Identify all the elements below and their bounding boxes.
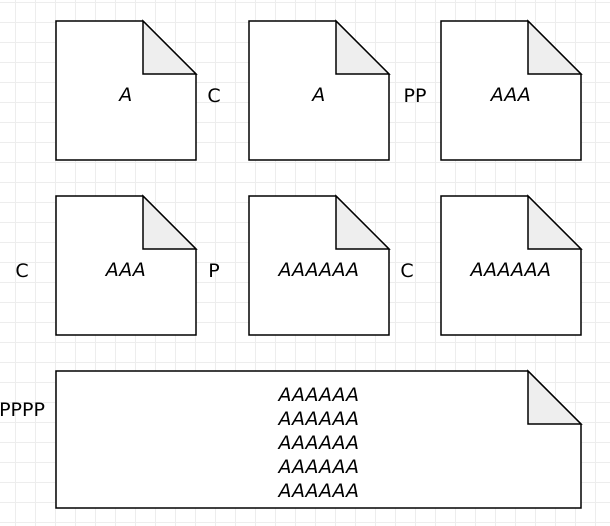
- connector-label-c-3: C: [400, 260, 413, 282]
- connector-label-pp: PP: [404, 85, 427, 107]
- connector-label-c-1: C: [207, 85, 220, 107]
- folded-corner-icon: [527, 369, 583, 425]
- document-label-7-line: AAAAAA: [277, 408, 360, 430]
- document-shape-5: AAAAAA: [248, 194, 391, 336]
- document-label-7-line: AAAAAA: [277, 480, 360, 502]
- folded-corner-icon: [335, 19, 391, 75]
- document-label-5: AAAAAA: [277, 259, 360, 281]
- document-label-2: A: [310, 84, 326, 106]
- document-label-3: AAA: [489, 84, 532, 106]
- document-shape-6: AAAAAA: [440, 194, 583, 336]
- folded-corner-icon: [142, 19, 198, 75]
- folded-corner-icon: [142, 194, 198, 250]
- document-label-1: A: [117, 84, 133, 106]
- document-shape-4: AAA: [55, 194, 198, 336]
- document-label-7-line: AAAAAA: [277, 456, 360, 478]
- document-label-6: AAAAAA: [469, 259, 552, 281]
- folded-corner-icon: [527, 194, 583, 250]
- folded-corner-icon: [527, 19, 583, 75]
- folded-corner-icon: [335, 194, 391, 250]
- document-shape-2: A: [248, 19, 391, 161]
- document-shape-3: AAA: [440, 19, 583, 161]
- document-label-7-line: AAAAAA: [277, 384, 360, 406]
- document-shape-1: A: [55, 19, 198, 161]
- connector-label-pppp: PPPP: [0, 399, 45, 421]
- document-label-4: AAA: [104, 259, 147, 281]
- connector-label-c-2: C: [15, 260, 28, 282]
- connector-label-p: P: [208, 260, 219, 282]
- document-shape-7: AAAAAA AAAAAA AAAAAA AAAAAA AAAAAA: [55, 369, 583, 509]
- document-label-7-line: AAAAAA: [277, 432, 360, 454]
